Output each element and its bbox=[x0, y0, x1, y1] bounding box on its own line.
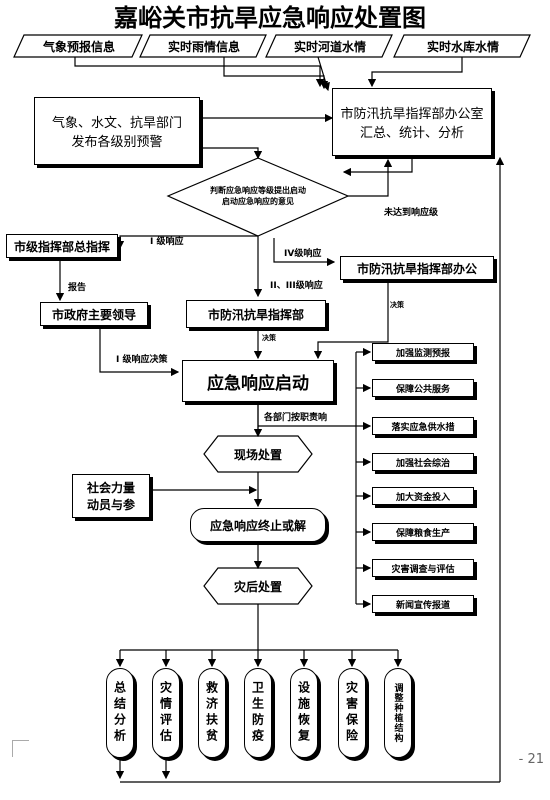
input-weather-forecast: 气象预报信息 bbox=[42, 39, 115, 54]
measure-social-order: 加强社会综治 bbox=[372, 453, 474, 471]
input-shape-reservoir bbox=[393, 34, 531, 58]
input-shape-river bbox=[265, 34, 393, 58]
city-commander-box: 市级指挥部总指挥 bbox=[6, 234, 118, 258]
after-item-assessment: 灾情评估 bbox=[152, 668, 180, 758]
level1-decision-label: I 级响应决策 bbox=[116, 355, 168, 365]
after-item-relief: 救济扶贫 bbox=[198, 668, 226, 758]
departments-label: 各部门按职责响 bbox=[264, 413, 328, 423]
after-item-planting: 调整种植结构 bbox=[384, 668, 412, 758]
corner-mark bbox=[12, 740, 29, 757]
after-item-facility-text: 设施恢复 bbox=[296, 681, 311, 745]
flood-office-box: 市防汛抗旱指挥部办公 bbox=[340, 256, 494, 280]
measure-news: 新闻宣传报道 bbox=[372, 595, 474, 613]
input-rainfall: 实时雨情信息 bbox=[167, 39, 240, 54]
command-office-box: 市防汛抗旱指挥部办公室 汇总、统计、分析 bbox=[332, 88, 492, 156]
emergency-launch-box: 应急响应启动 bbox=[182, 360, 334, 402]
decision-diamond bbox=[166, 157, 350, 237]
after-item-epidemic: 卫生防疫 bbox=[244, 668, 272, 758]
after-item-epidemic-text: 卫生防疫 bbox=[250, 681, 265, 745]
after-item-insurance-text: 灾害保险 bbox=[344, 681, 359, 745]
after-item-summary: 总结分析 bbox=[106, 668, 134, 758]
measure-public-service: 保障公共服务 bbox=[372, 379, 474, 397]
measure-grain: 保障粮食生产 bbox=[372, 523, 474, 541]
not-reached-label: 未达到响应级 bbox=[384, 208, 439, 218]
level4-label: IV级响应 bbox=[284, 249, 322, 259]
measure-funding: 加大资金投入 bbox=[372, 487, 474, 505]
report-label: 报告 bbox=[68, 283, 87, 293]
input-shape-weather bbox=[13, 34, 143, 58]
aftermath-hexagon bbox=[203, 567, 313, 605]
decision-label-2: 决策 bbox=[262, 334, 276, 342]
after-item-insurance: 灾害保险 bbox=[338, 668, 366, 758]
warning-box: 气象、水文、抗旱部门 发布各级别预警 bbox=[34, 97, 200, 165]
decision-label: 决策 bbox=[390, 301, 404, 309]
city-leader-box: 市政府主要领导 bbox=[40, 302, 148, 326]
decision-text: 判断应急响应等级提出启动启动应急响应的意见 bbox=[210, 186, 306, 206]
terminate-box: 应急响应终止或解 bbox=[190, 508, 326, 542]
input-river: 实时河道水情 bbox=[293, 39, 366, 54]
onsite-label: 现场处置 bbox=[233, 447, 282, 462]
aftermath-label: 灾后处置 bbox=[233, 579, 282, 594]
after-item-assessment-text: 灾情评估 bbox=[158, 681, 173, 745]
page-number: - 21 bbox=[518, 752, 544, 767]
page-title: 嘉峪关市抗旱应急响应处置图 bbox=[114, 3, 426, 32]
measure-survey: 灾害调查与评估 bbox=[372, 559, 474, 577]
onsite-hexagon bbox=[203, 435, 313, 473]
after-item-relief-text: 救济扶贫 bbox=[204, 681, 219, 745]
flood-command-box: 市防汛抗旱指挥部 bbox=[186, 300, 326, 328]
level1-label: I 级响应 bbox=[150, 237, 184, 247]
after-item-summary-text: 总结分析 bbox=[112, 681, 127, 745]
social-mobilization-box: 社会力量 动员与参 bbox=[72, 474, 150, 518]
level23-label: II、III级响应 bbox=[270, 281, 323, 291]
measure-monitoring: 加强监测预报 bbox=[372, 343, 474, 361]
after-item-planting-text: 调整种植结构 bbox=[392, 683, 403, 743]
input-shape-rain bbox=[139, 34, 267, 58]
after-item-facility: 设施恢复 bbox=[290, 668, 318, 758]
measure-water-supply: 落实应急供水措 bbox=[372, 417, 474, 435]
input-reservoir: 实时水库水情 bbox=[426, 39, 499, 54]
